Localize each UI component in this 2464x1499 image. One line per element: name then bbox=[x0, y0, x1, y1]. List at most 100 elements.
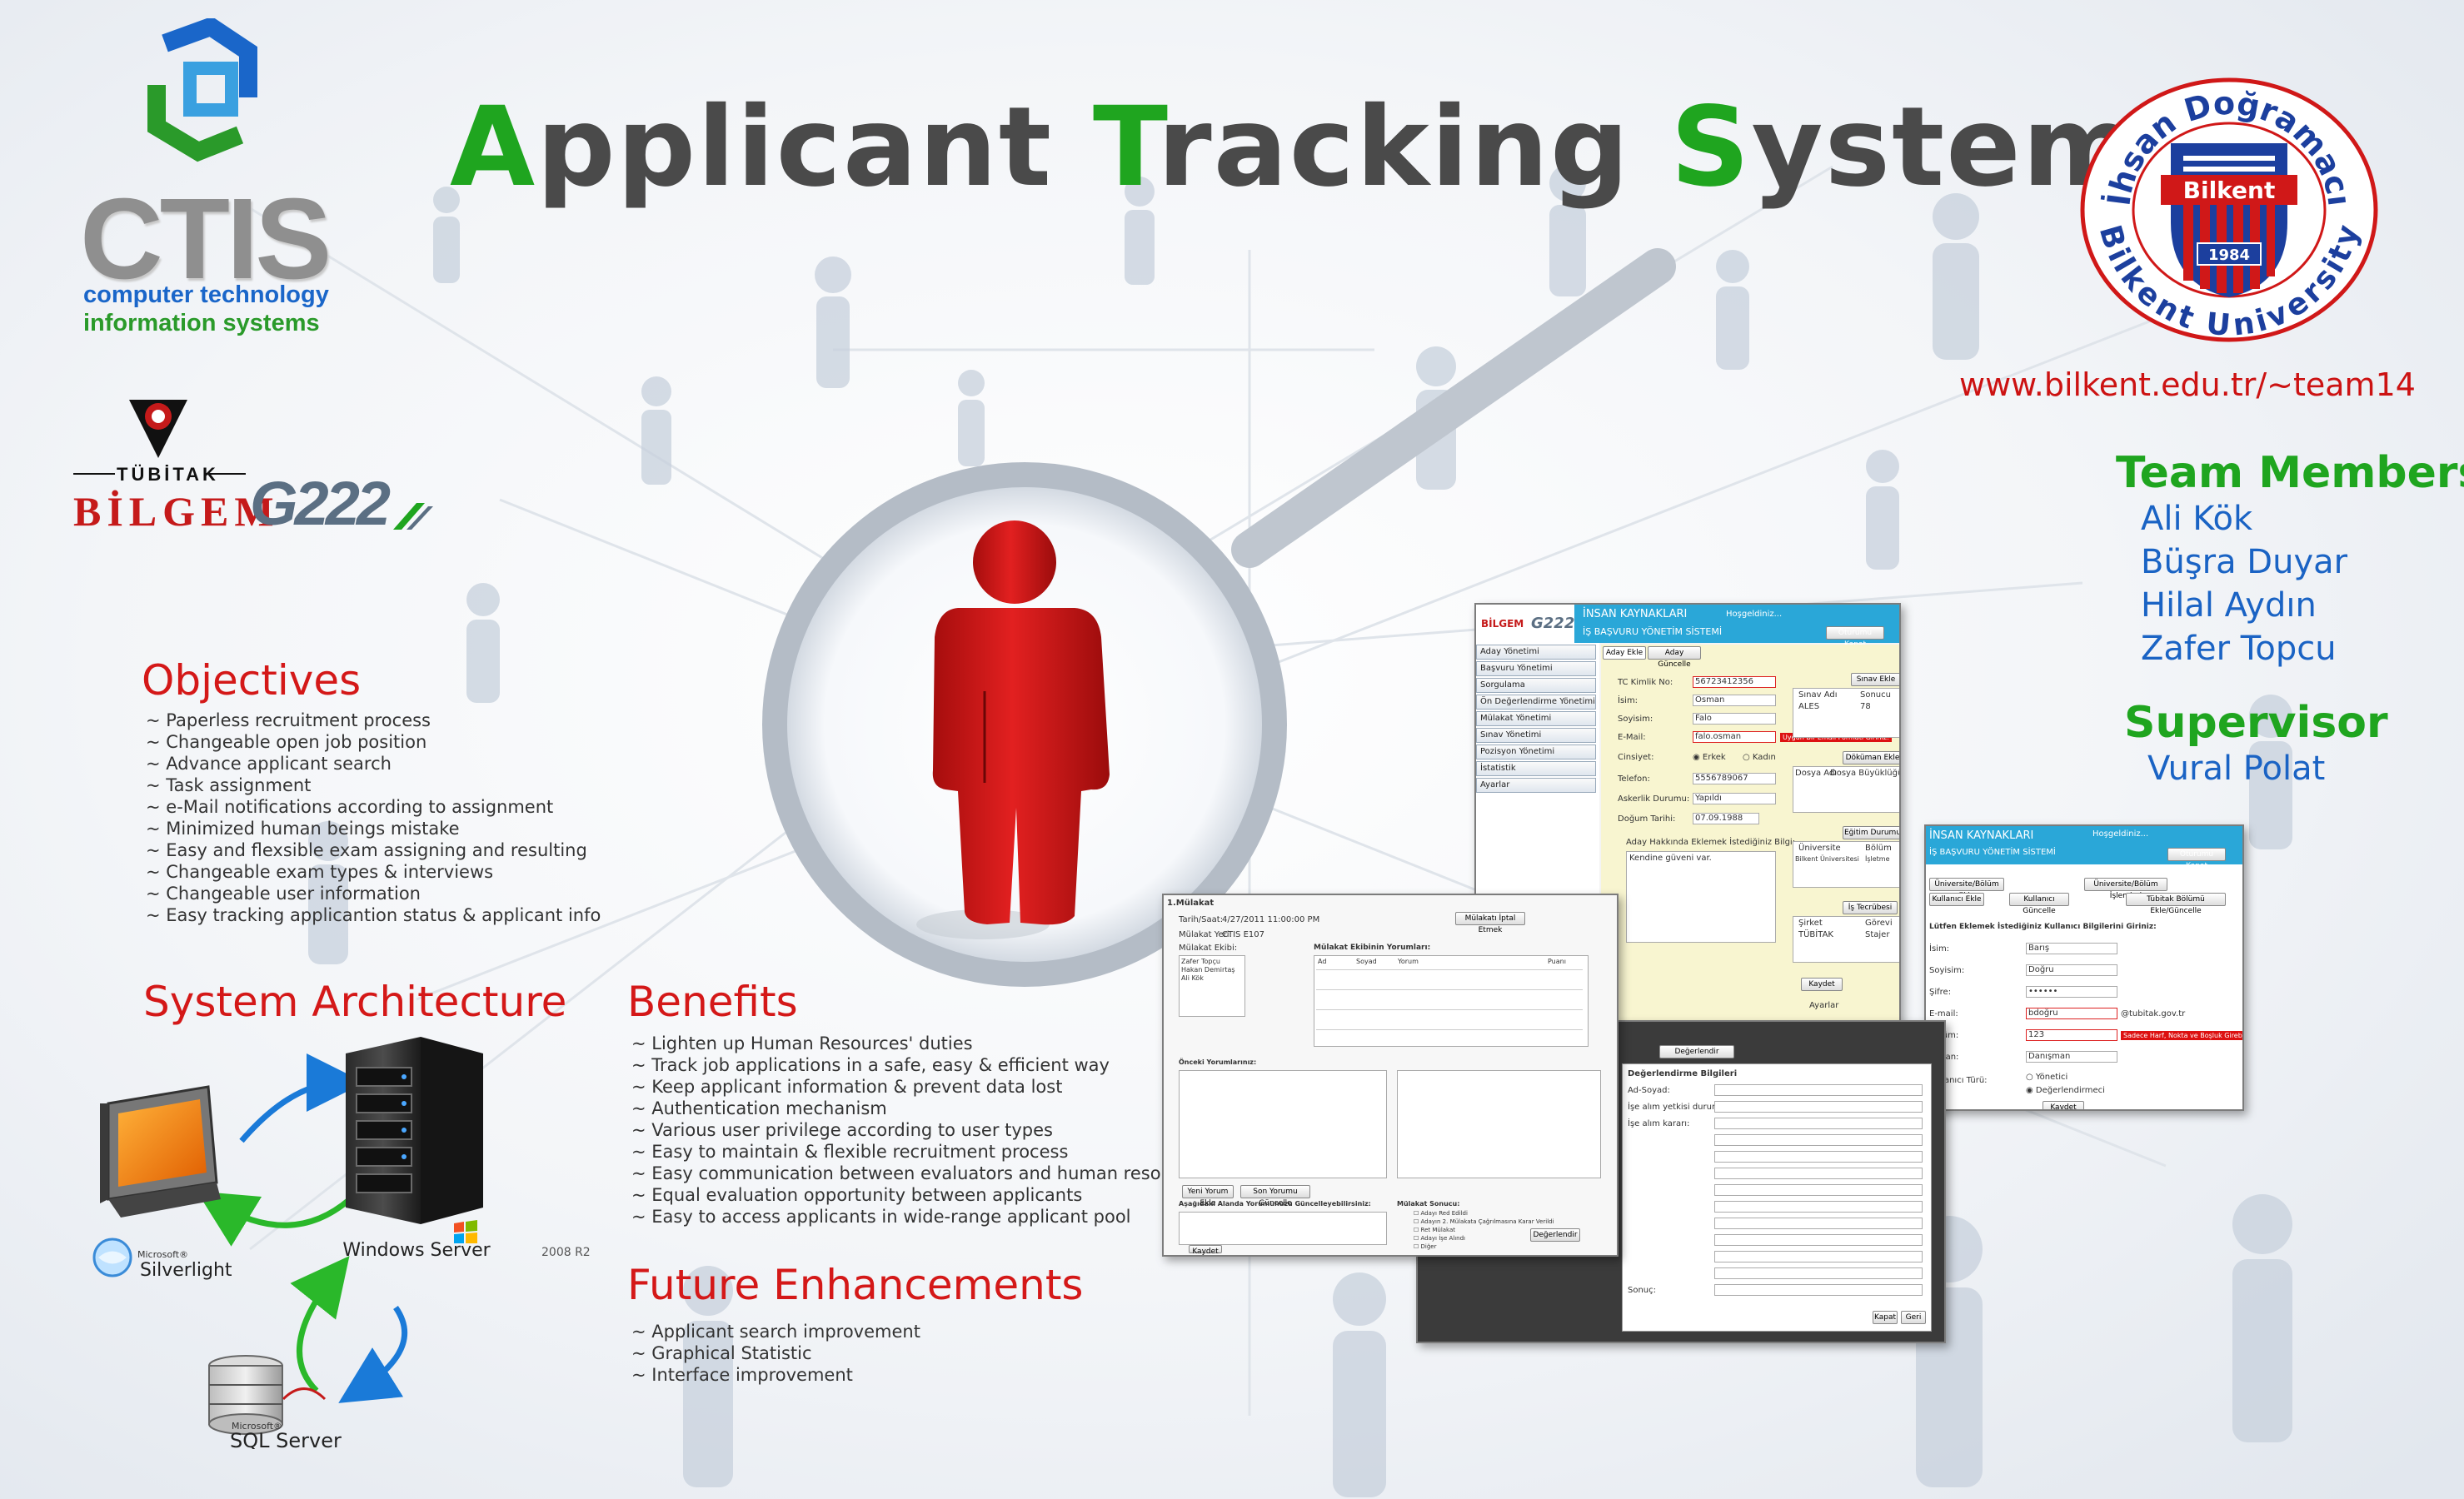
evaluation-textarea[interactable] bbox=[1179, 1212, 1387, 1245]
server-icon bbox=[346, 1037, 483, 1224]
tab-add-university[interactable]: Üniversite/Bölüm Ekle bbox=[1929, 878, 2004, 900]
details-field bbox=[1714, 1084, 1923, 1096]
tubitak-emblem-icon bbox=[129, 400, 187, 458]
details-button[interactable]: Değerlendir bbox=[1659, 1045, 1734, 1058]
department-error-message: Sadece Harf, Nokta ve Boşluk Girebilirsi… bbox=[2121, 1031, 2242, 1040]
g222-logo: G222 bbox=[250, 469, 391, 538]
tab-add-user[interactable]: Kullanıcı Ekle bbox=[1929, 893, 1984, 906]
menu-item[interactable]: Sınav Yönetimi bbox=[1476, 728, 1596, 743]
user-password-field[interactable]: •••••• bbox=[2026, 986, 2117, 998]
name-field[interactable]: Osman bbox=[1693, 695, 1776, 706]
svg-text:1984: 1984 bbox=[2208, 247, 2250, 264]
list-item: ~ Changeable user information bbox=[146, 884, 421, 904]
gender-radio-female[interactable]: ○ Kadın bbox=[1743, 753, 1776, 762]
birthdate-field[interactable]: 07.09.1988 bbox=[1693, 813, 1759, 824]
list-item: ~ Paperless recruitment process bbox=[146, 710, 431, 730]
user-title-select[interactable]: Danışman bbox=[2026, 1051, 2117, 1063]
list-item: ~ Easy communication between evaluators … bbox=[631, 1163, 1209, 1183]
email-field[interactable]: falo.osman bbox=[1693, 731, 1776, 743]
user-surname-field[interactable]: Doğru bbox=[2026, 964, 2117, 976]
benefits-list: ~ Lighten up Human Resources' duties ~ T… bbox=[631, 1033, 1208, 1228]
add-document-button[interactable]: Döküman Ekle bbox=[1843, 751, 1899, 764]
result-option[interactable]: ☐ Adayın 2. Mülakata Çağrılmasına Karar … bbox=[1414, 1218, 1554, 1225]
svg-text:Silverlight: Silverlight bbox=[140, 1260, 232, 1281]
list-item: ~ Lighten up Human Resources' duties bbox=[631, 1033, 973, 1053]
user-email-field[interactable]: bdoğru bbox=[2026, 1008, 2117, 1019]
cancel-interview-button[interactable]: Mülakatı İptal Etmek bbox=[1455, 912, 1525, 934]
details-close-button[interactable]: Kapat bbox=[1873, 1311, 1898, 1324]
menu-item[interactable]: İstatistik bbox=[1476, 761, 1596, 776]
user-type-radio-evaluator[interactable]: ◉ Değerlendirmeci bbox=[2026, 1086, 2105, 1095]
education-button[interactable]: Eğitim Durumu bbox=[1843, 826, 1899, 839]
add-exam-button[interactable]: Sınav Ekle bbox=[1851, 673, 1899, 686]
user-department-field[interactable]: 123 bbox=[2026, 1029, 2117, 1041]
list-item: ~ Changeable exam types & interviews bbox=[146, 862, 494, 882]
app-header: İNSAN KAYNAKLARI İŞ BAŞVURU YÖNETİM SİST… bbox=[1926, 826, 2242, 870]
note-textarea[interactable]: Kendine güveni var. bbox=[1626, 851, 1776, 943]
result-option[interactable]: ☐ Adayı İşe Alındı bbox=[1414, 1235, 1465, 1242]
user-type-radio-admin[interactable]: ○ Yönetici bbox=[2026, 1073, 2068, 1082]
team-member-name: Büşra Duyar bbox=[2141, 543, 2348, 581]
team-member-name: Ali Kök bbox=[2141, 500, 2253, 538]
objectives-heading: Objectives bbox=[142, 656, 362, 705]
user-name-field[interactable]: Barış bbox=[2026, 943, 2117, 954]
comment-detail-box bbox=[1397, 1070, 1601, 1178]
tab-add-applicant[interactable]: Aday Ekle bbox=[1603, 646, 1646, 660]
save-button[interactable]: Kaydet bbox=[1801, 978, 1843, 991]
tab-update-applicant[interactable]: Aday Güncelle bbox=[1648, 646, 1701, 669]
phone-field[interactable]: 5556789067 bbox=[1693, 773, 1776, 784]
list-item: ~ Interface improvement bbox=[631, 1365, 853, 1385]
details-field bbox=[1714, 1251, 1923, 1262]
user-save-button[interactable]: Kaydet bbox=[2043, 1101, 2084, 1109]
gender-radio-male[interactable]: ◉ Erkek bbox=[1693, 753, 1726, 762]
details-field bbox=[1714, 1101, 1923, 1113]
menu-item[interactable]: Ayarlar bbox=[1476, 778, 1596, 793]
details-panel: Değerlendirme Bilgileri Ad-Soyad: İşe al… bbox=[1622, 1063, 1932, 1332]
menu-item[interactable]: Mülakat Yönetimi bbox=[1476, 711, 1596, 726]
logout-button[interactable]: Oturumu Kapat bbox=[1826, 626, 1884, 649]
menu-item[interactable]: Pozisyon Yönetimi bbox=[1476, 745, 1596, 759]
menu-item[interactable]: Sorgulama bbox=[1476, 678, 1596, 693]
menu-item[interactable]: Başvuru Yönetimi bbox=[1476, 661, 1596, 676]
interview-comments-table: Ad Soyad Yorum Puanı bbox=[1314, 955, 1589, 1047]
list-item: ~ Easy to maintain & flexible recruitmen… bbox=[631, 1142, 1069, 1162]
list-item: ~ Graphical Statistic bbox=[631, 1343, 812, 1363]
interview-save-button[interactable]: Kaydet bbox=[1189, 1245, 1222, 1255]
client-monitor-icon bbox=[100, 1085, 221, 1218]
menu-item[interactable]: Aday Yönetimi bbox=[1476, 645, 1596, 660]
military-select[interactable]: Yapıldı bbox=[1693, 793, 1776, 804]
tab-update-user[interactable]: Kullanıcı Güncelle bbox=[2009, 893, 2069, 915]
tubitak-rule-left bbox=[73, 473, 115, 475]
update-last-comment-button[interactable]: Son Yorumu Güncelle bbox=[1240, 1185, 1310, 1208]
surname-field[interactable]: Falo bbox=[1693, 713, 1776, 725]
svg-text:2008 R2: 2008 R2 bbox=[541, 1246, 591, 1259]
logout-button[interactable]: Oturumu Kapat bbox=[2167, 848, 2226, 870]
team-website-link[interactable]: www.bilkent.edu.tr/~team14 bbox=[1959, 366, 2416, 403]
details-back-button[interactable]: Geri bbox=[1901, 1311, 1926, 1324]
details-field bbox=[1714, 1118, 1923, 1129]
page-title: Applicant Tracking System bbox=[450, 83, 2139, 212]
experience-button[interactable]: İş Tecrübesi bbox=[1843, 901, 1898, 914]
details-field bbox=[1714, 1184, 1923, 1196]
tab-tubitak-department[interactable]: Tübitak Bölümü Ekle/Güncelle bbox=[2126, 893, 2226, 915]
list-item: ~ Keep applicant information & prevent d… bbox=[631, 1077, 1063, 1097]
new-comment-button[interactable]: Yeni Yorum Ekle bbox=[1182, 1185, 1234, 1208]
details-field bbox=[1714, 1168, 1923, 1179]
result-option[interactable]: ☐ Adayı Red Edildi bbox=[1414, 1210, 1468, 1217]
svg-text:Bilkent: Bilkent bbox=[2183, 177, 2276, 204]
evaluate-button[interactable]: Değerlendir bbox=[1530, 1228, 1580, 1242]
list-item: ~ Track job applications in a safe, easy… bbox=[631, 1055, 1110, 1075]
future-enhancements-heading: Future Enhancements bbox=[627, 1261, 1084, 1309]
form-area: Aday Ekle Aday Güncelle TC Kimlik No: 56… bbox=[1601, 645, 1899, 1023]
windows-flag-icon bbox=[454, 1220, 477, 1243]
details-field bbox=[1714, 1284, 1923, 1296]
result-option[interactable]: ☐ Ret Mülakat bbox=[1414, 1227, 1456, 1233]
tab-university-operations[interactable]: Üniversite/Bölüm İşlemleri bbox=[2084, 878, 2167, 900]
result-option[interactable]: ☐ Diğer bbox=[1414, 1243, 1437, 1250]
list-item: ~ Easy to access applicants in wide-rang… bbox=[631, 1207, 1131, 1227]
list-item: ~ Equal evaluation opportunity between a… bbox=[631, 1185, 1083, 1205]
tc-field[interactable]: 56723412356 bbox=[1693, 676, 1776, 688]
menu-item[interactable]: Ön Değerlendirme Yönetimi bbox=[1476, 695, 1596, 710]
list-item: ~ Changeable open job position bbox=[146, 732, 427, 752]
